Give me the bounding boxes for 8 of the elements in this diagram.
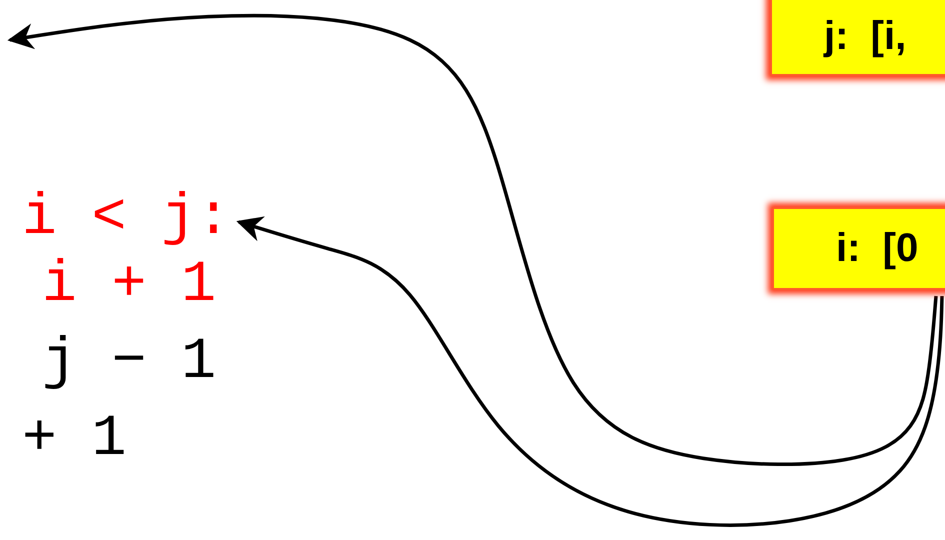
code-line: i + 1 xyxy=(42,257,216,315)
code-line: j − 1 xyxy=(42,334,216,392)
highlight-box: j: [i, xyxy=(770,0,945,76)
highlight-box: i: [0 xyxy=(772,207,945,290)
code-line: i < j: xyxy=(22,190,231,248)
code-line: + 1 xyxy=(22,411,126,469)
curved-arrow xyxy=(7,14,938,466)
curved-arrow xyxy=(236,216,944,527)
